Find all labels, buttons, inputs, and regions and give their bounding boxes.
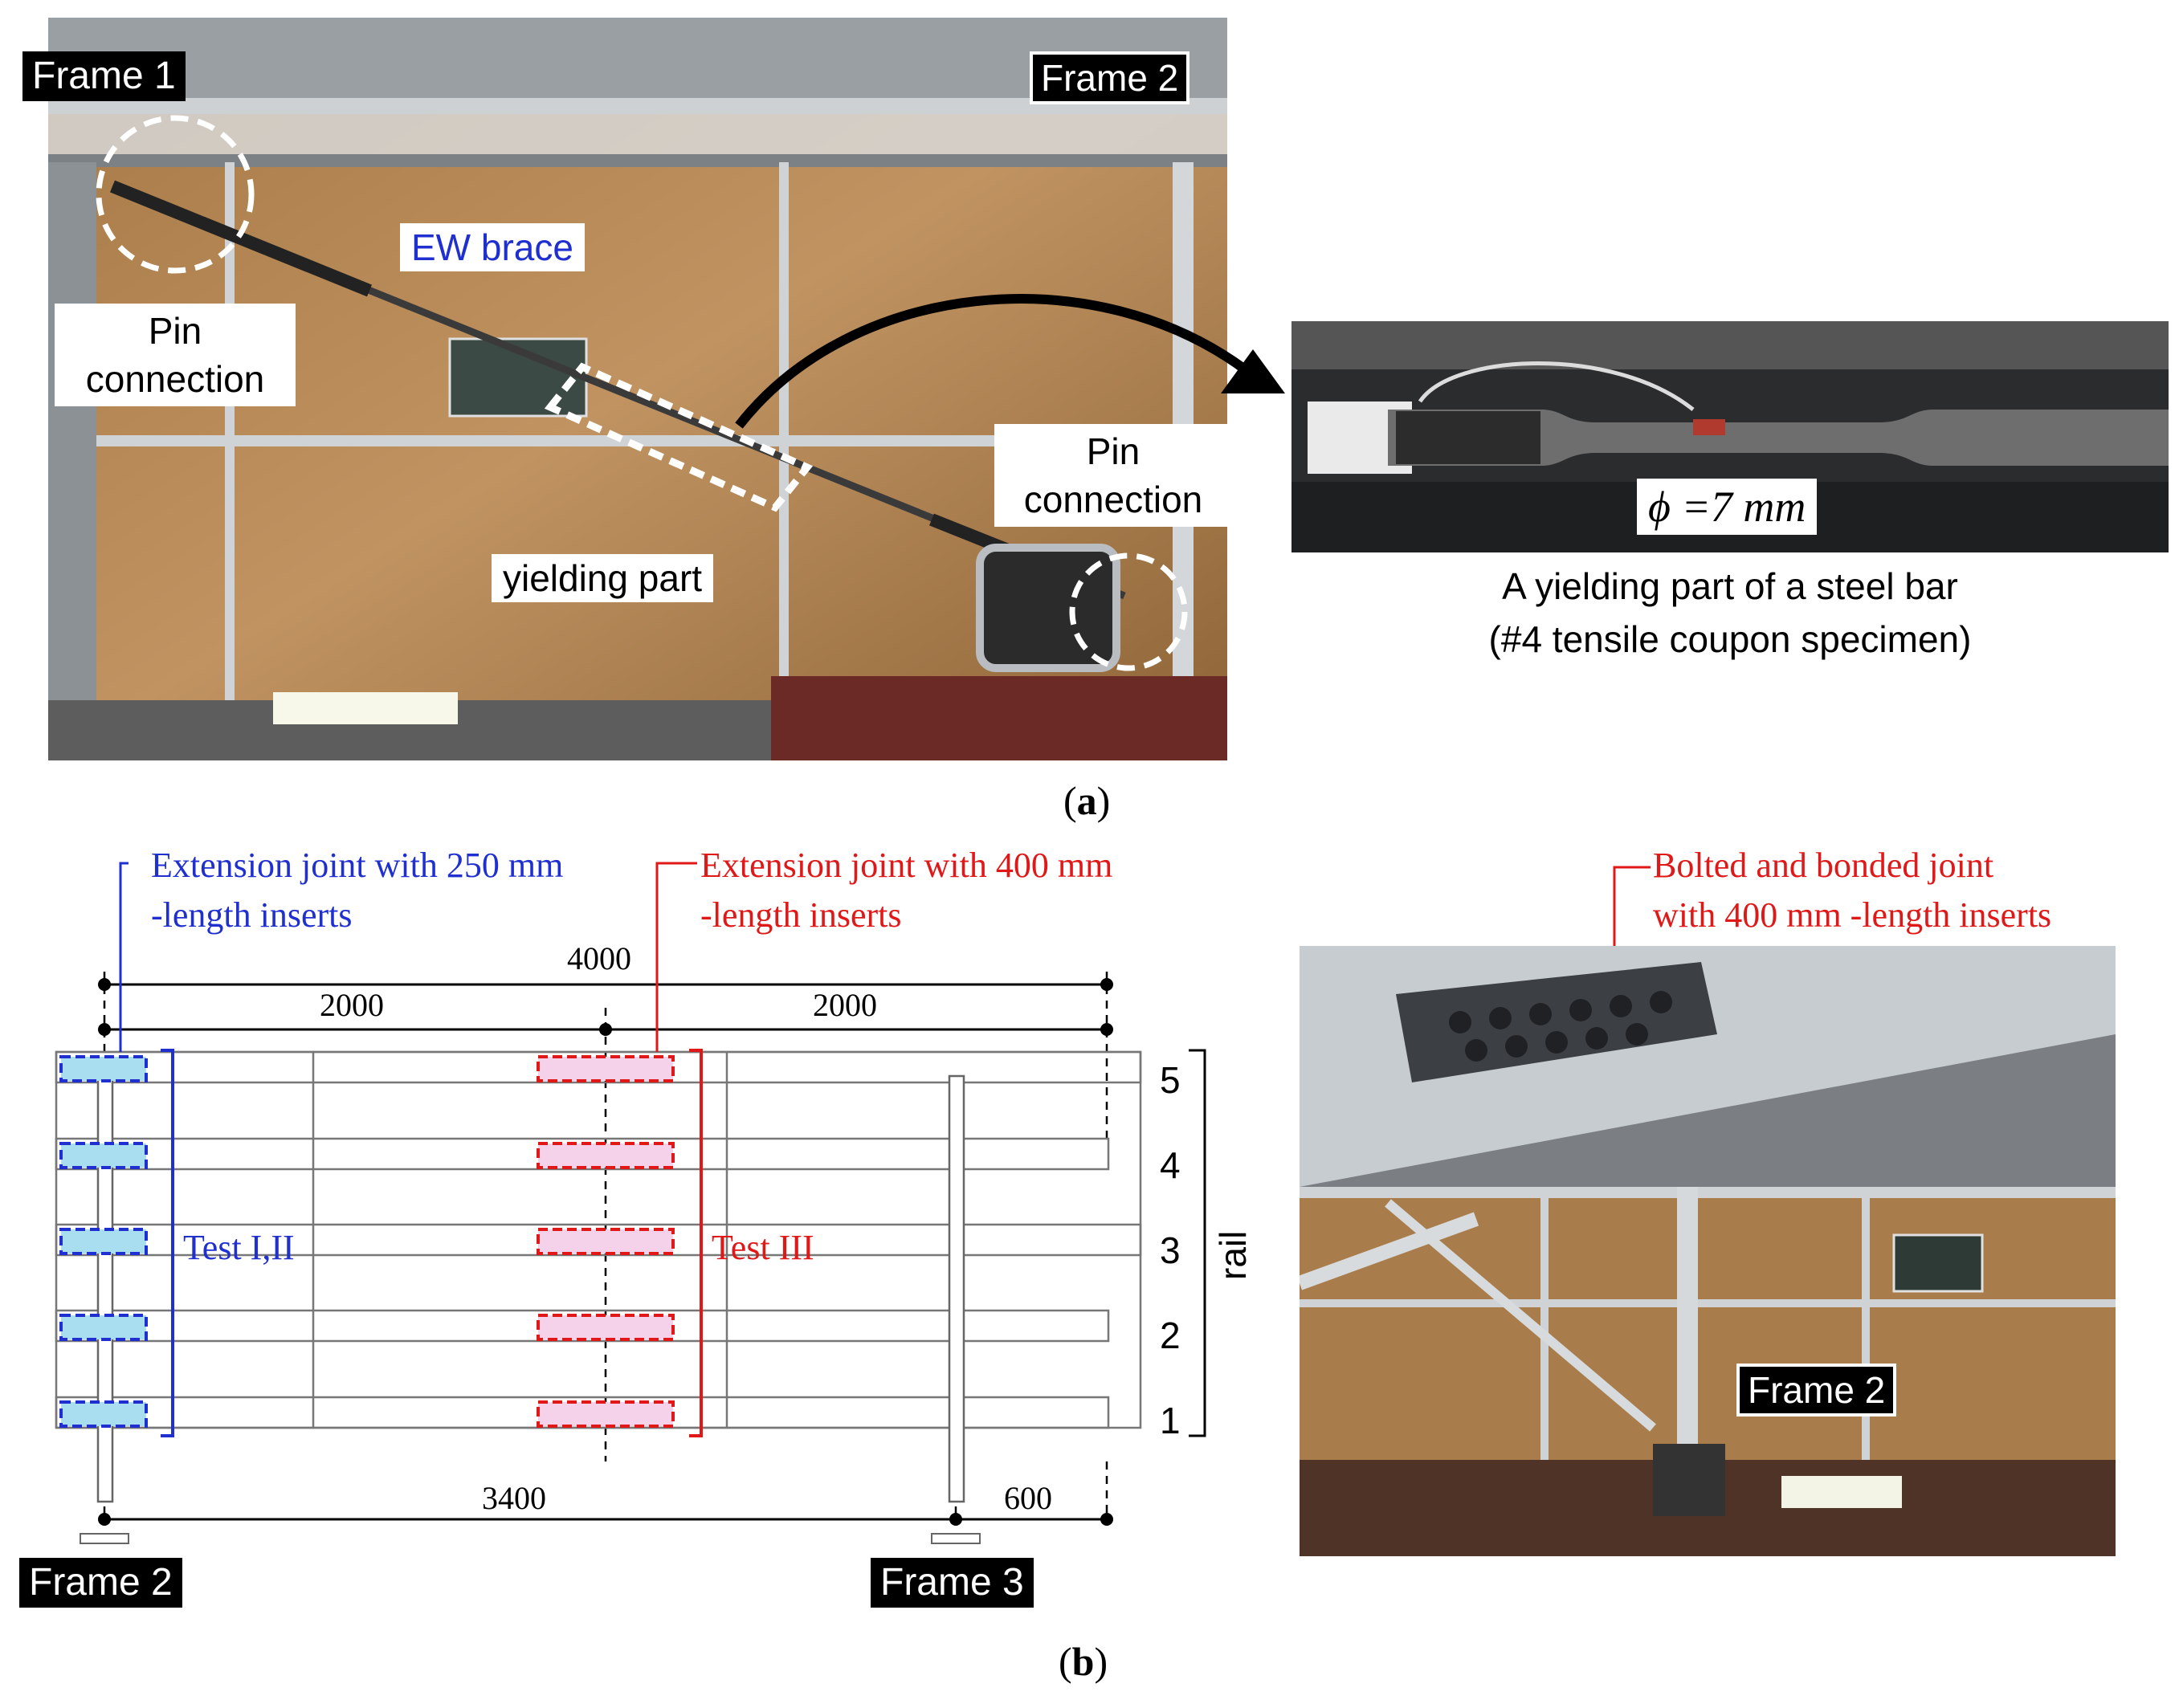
rail-number-3: 3: [1160, 1229, 1181, 1271]
rail-axis-label: rail: [1212, 1230, 1254, 1280]
pin-connection-left-label: Pin connection: [55, 304, 296, 406]
test-blue-label: Test I,II: [183, 1228, 295, 1267]
test-red-label: Test III: [712, 1228, 814, 1267]
photo-test-setup-graphic: [48, 18, 1227, 760]
inset-caption-line2: (#4 tensile coupon specimen): [1488, 618, 1972, 660]
caption-b-close: ): [1094, 1639, 1108, 1684]
frame3-label-b: Frame 3: [871, 1558, 1034, 1608]
bolted-line1: Bolted and bonded joint: [1653, 846, 1994, 885]
frame1-label: Frame 1: [22, 51, 186, 101]
caption-a-open: (: [1063, 778, 1077, 823]
dim-total: 4000: [567, 940, 631, 976]
frame2-label-b: Frame 2: [19, 1558, 182, 1608]
inset-caption-line1: A yielding part of a steel bar: [1502, 565, 1958, 607]
photo-bolted-joint: [1300, 946, 2116, 1556]
pin-left-line1: Pin: [148, 310, 202, 352]
pin-connection-right-label: Pin connection: [994, 424, 1232, 527]
phi-label: ϕ =7 mm: [1637, 479, 1818, 535]
rail-number-5: 5: [1160, 1059, 1181, 1101]
inset-photo-steel-bar: [1291, 321, 2169, 552]
photo-test-setup-a: [48, 18, 1227, 760]
yielding-part-label: yielding part: [492, 554, 714, 602]
dim-bottom-left: 3400: [482, 1480, 546, 1516]
pin-right-line2: connection: [1023, 479, 1203, 520]
frame2-label-a: Frame 2: [1030, 51, 1190, 104]
pointer-arrow: [735, 294, 1285, 429]
photo-bolted-joint-graphic: [1300, 946, 2116, 1556]
bolted-line2: with 400 mm -length inserts: [1653, 895, 2052, 935]
rail-number-1: 1: [1160, 1400, 1181, 1441]
joint-blue-line1: Extension joint with 250 mm: [151, 846, 564, 885]
caption-a: (a): [1063, 777, 1110, 824]
bolted-leader-line: [1613, 866, 1651, 980]
joint-red-line2: -length inserts: [700, 895, 902, 935]
pin-right-line1: Pin: [1086, 430, 1141, 472]
pin-left-line2: connection: [85, 358, 265, 400]
pin-connection-left-marker: [96, 115, 255, 274]
joint-red-line1: Extension joint with 400 mm: [700, 846, 1113, 885]
yielding-part-marker: [544, 362, 814, 512]
dim-right: 2000: [813, 987, 877, 1023]
caption-b: (b): [1059, 1638, 1108, 1685]
caption-b-open: (: [1059, 1639, 1072, 1684]
caption-a-letter: a: [1076, 778, 1097, 823]
dim-left: 2000: [320, 987, 384, 1023]
caption-a-close: ): [1096, 778, 1111, 823]
caption-b-letter: b: [1071, 1639, 1095, 1684]
ew-brace-label: EW brace: [400, 223, 585, 271]
rail-layout-drawing: [55, 862, 1206, 1544]
pin-connection-right-marker: [1069, 552, 1188, 671]
frame2-label-photo-b: Frame 2: [1736, 1364, 1897, 1417]
rail-number-4: 4: [1160, 1144, 1181, 1186]
joint-blue-line2: -length inserts: [151, 895, 353, 935]
dim-bottom-right: 600: [1004, 1480, 1052, 1516]
rail-number-2: 2: [1160, 1315, 1181, 1356]
